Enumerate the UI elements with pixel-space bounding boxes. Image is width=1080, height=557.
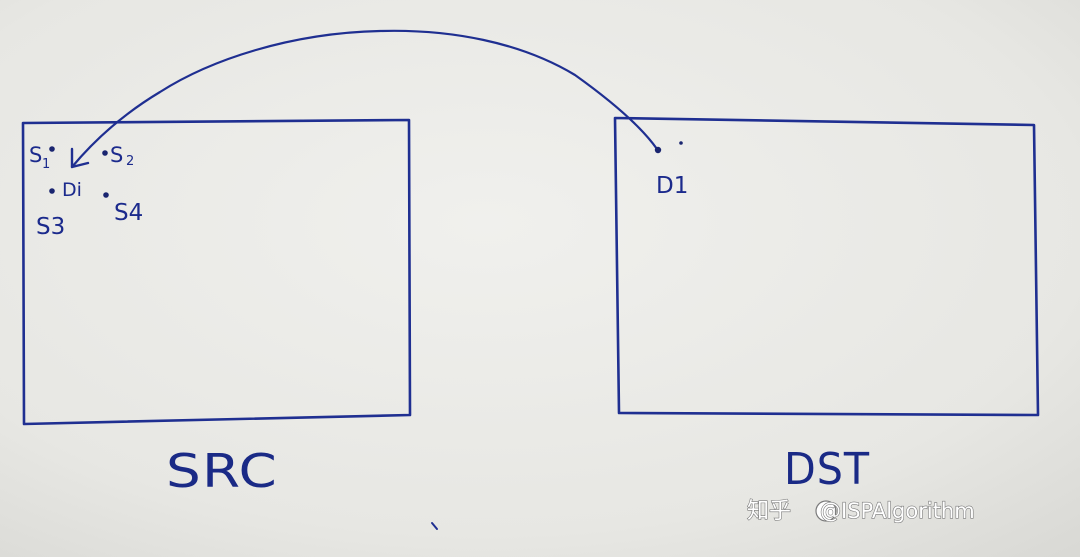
label-s1-subscript: 1 [42, 157, 50, 172]
destination-title: DST [784, 444, 870, 495]
watermark: 知乎 @ISPAlgorithm [746, 498, 975, 524]
label-s4: S4 [114, 200, 143, 226]
label-s2: S [110, 143, 123, 167]
watermark-handle: @ISPAlgorithm [820, 499, 975, 523]
watermark-platform: 知乎 [747, 499, 791, 524]
label-di: Di [62, 179, 82, 201]
destination-rectangle [613, 116, 1040, 417]
point-s1-dot [49, 146, 55, 152]
arrowhead-icon [70, 147, 90, 169]
label-s3: S3 [36, 214, 65, 240]
point-d1-dot [654, 146, 662, 154]
mapping-arc [70, 29, 659, 169]
stray-dot [679, 141, 683, 145]
point-s3-dot [49, 188, 55, 194]
point-s4-dot [103, 192, 109, 198]
label-s1: S [29, 143, 42, 167]
label-s2-subscript: 2 [126, 154, 134, 169]
at-sign-icon [815, 500, 837, 522]
source-rectangle [21, 118, 412, 426]
ink-mark [431, 522, 438, 530]
point-s2-dot [102, 150, 108, 156]
source-title: SRC [166, 444, 278, 498]
label-d1: D1 [656, 173, 688, 199]
